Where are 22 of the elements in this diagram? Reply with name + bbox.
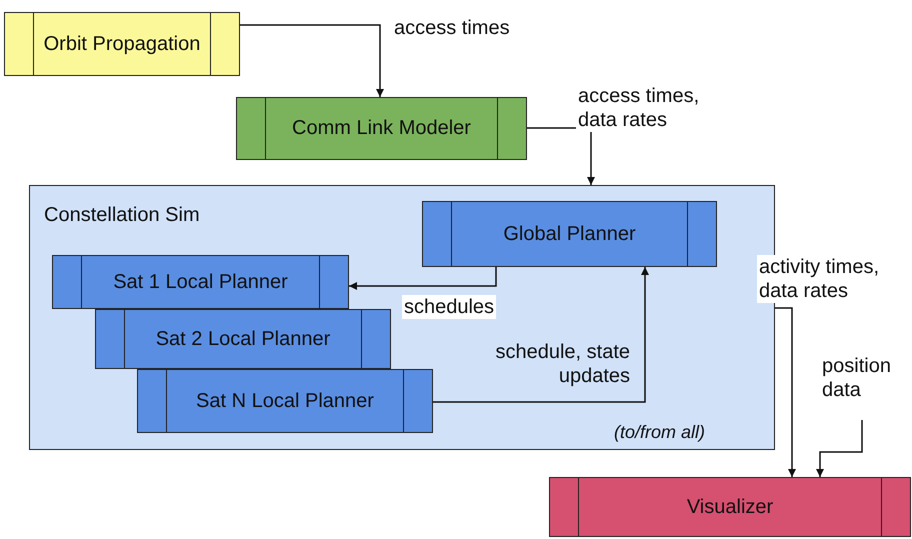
process-box xyxy=(236,97,527,160)
process-box xyxy=(95,309,391,369)
arrow xyxy=(349,267,497,290)
arrow xyxy=(816,420,863,477)
group-title: Constellation Sim xyxy=(44,204,200,227)
node-label: Orbit Propagation xyxy=(44,32,200,56)
node-label: Comm Link Modeler xyxy=(292,117,471,140)
node-label: Sat N Local Planner xyxy=(196,390,374,412)
process-box xyxy=(137,369,433,433)
process-box xyxy=(4,12,240,76)
process-box xyxy=(422,201,717,267)
arrow xyxy=(433,267,649,403)
node-label: Sat 2 Local Planner xyxy=(156,328,330,350)
node-label: Global Planner xyxy=(503,222,636,246)
arrow xyxy=(775,307,796,477)
edge-label: schedules xyxy=(402,295,496,319)
node-label: Sat 1 Local Planner xyxy=(113,270,288,294)
node-label: Visualizer xyxy=(686,496,774,518)
arrow xyxy=(240,24,384,97)
process-box xyxy=(549,477,911,537)
note-text: (to/from all) xyxy=(613,421,706,444)
process-box xyxy=(52,255,349,309)
